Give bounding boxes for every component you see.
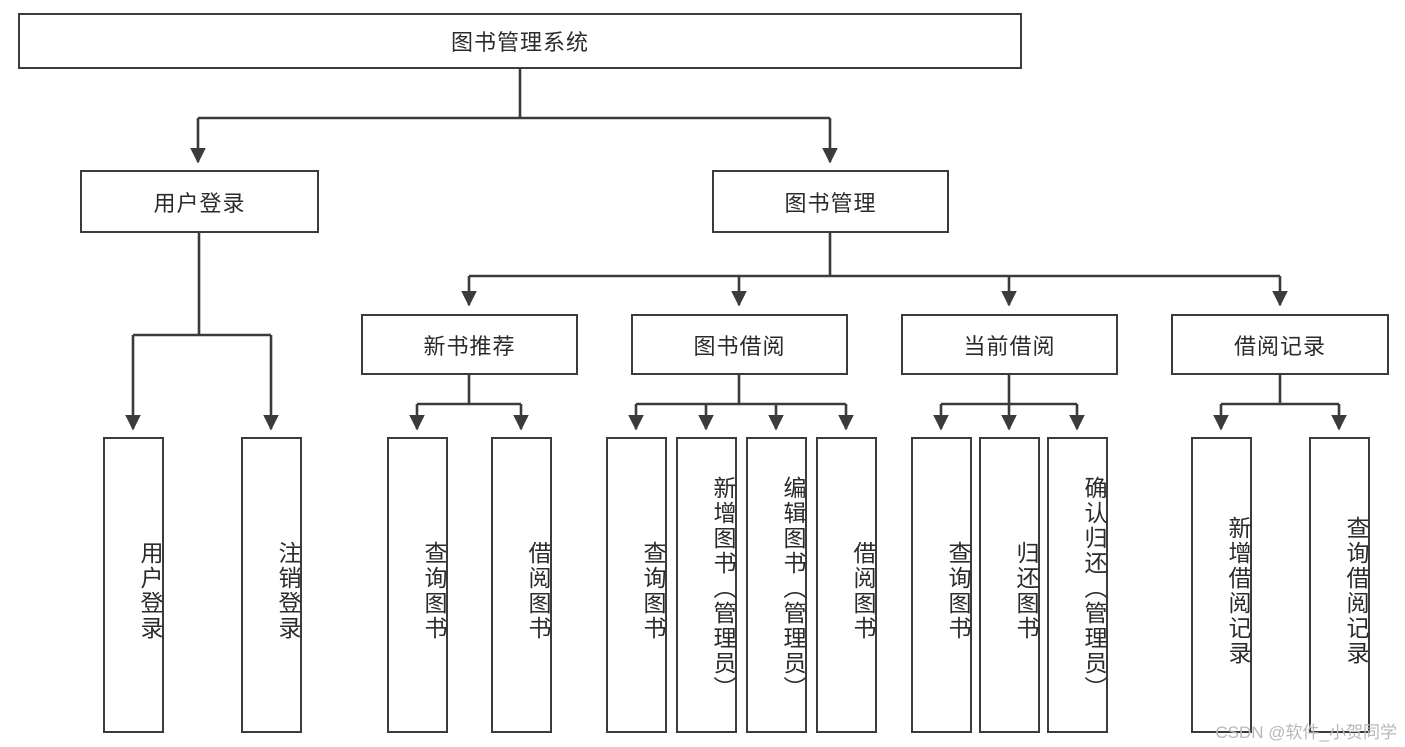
leaf-borrow-book-rec[interactable]: 借阅图书 [491,437,552,733]
node-root[interactable]: 图书管理系统 [18,13,1022,69]
leaf-add-book-admin-label: 新增图书（管理员） [710,475,736,701]
leaf-user-login[interactable]: 用户登录 [103,437,164,733]
leaf-query-borrow-record-label: 查询借阅记录 [1343,516,1369,666]
leaf-query-book-borrow-label: 查询图书 [640,541,666,641]
leaf-query-book-borrow[interactable]: 查询图书 [606,437,667,733]
node-current-borrow-label: 当前借阅 [963,333,1056,359]
leaf-query-book-current[interactable]: 查询图书 [911,437,972,733]
leaf-return-book-label: 归还图书 [1013,541,1039,641]
leaf-query-book-rec-label: 查询图书 [421,541,447,641]
leaf-edit-book-admin-label: 编辑图书（管理员） [780,475,806,701]
node-new-book-recommend[interactable]: 新书推荐 [361,314,578,375]
leaf-query-book-rec[interactable]: 查询图书 [387,437,448,733]
leaf-query-borrow-record[interactable]: 查询借阅记录 [1309,437,1370,733]
leaf-edit-book-admin[interactable]: 编辑图书（管理员） [746,437,807,733]
node-user-login-label: 用户登录 [153,190,246,216]
node-root-label: 图书管理系统 [450,30,589,55]
leaf-borrow-book[interactable]: 借阅图书 [816,437,877,733]
leaf-return-book[interactable]: 归还图书 [979,437,1040,733]
leaf-logout-label: 注销登录 [275,541,301,641]
node-borrow-record[interactable]: 借阅记录 [1171,314,1389,375]
node-current-borrow[interactable]: 当前借阅 [901,314,1118,375]
node-book-borrow[interactable]: 图书借阅 [631,314,848,375]
node-book-borrow-label: 图书借阅 [693,333,786,359]
leaf-confirm-return-admin[interactable]: 确认归还（管理员） [1047,437,1108,733]
node-new-book-recommend-label: 新书推荐 [423,333,516,359]
node-user-login[interactable]: 用户登录 [80,170,319,233]
node-book-management[interactable]: 图书管理 [712,170,949,233]
node-borrow-record-label: 借阅记录 [1233,333,1326,359]
leaf-add-borrow-record[interactable]: 新增借阅记录 [1191,437,1252,733]
node-book-management-label: 图书管理 [784,190,877,216]
leaf-add-borrow-record-label: 新增借阅记录 [1225,516,1251,666]
leaf-borrow-book-rec-label: 借阅图书 [525,541,551,641]
leaf-borrow-book-label: 借阅图书 [850,541,876,641]
leaf-logout[interactable]: 注销登录 [241,437,302,733]
leaf-user-login-label: 用户登录 [137,541,163,641]
csdn-watermark: CSDN @软件_小贺同学 [1215,723,1397,742]
leaf-add-book-admin[interactable]: 新增图书（管理员） [676,437,737,733]
leaf-confirm-return-admin-label: 确认归还（管理员） [1081,475,1107,701]
leaf-query-book-current-label: 查询图书 [945,541,971,641]
